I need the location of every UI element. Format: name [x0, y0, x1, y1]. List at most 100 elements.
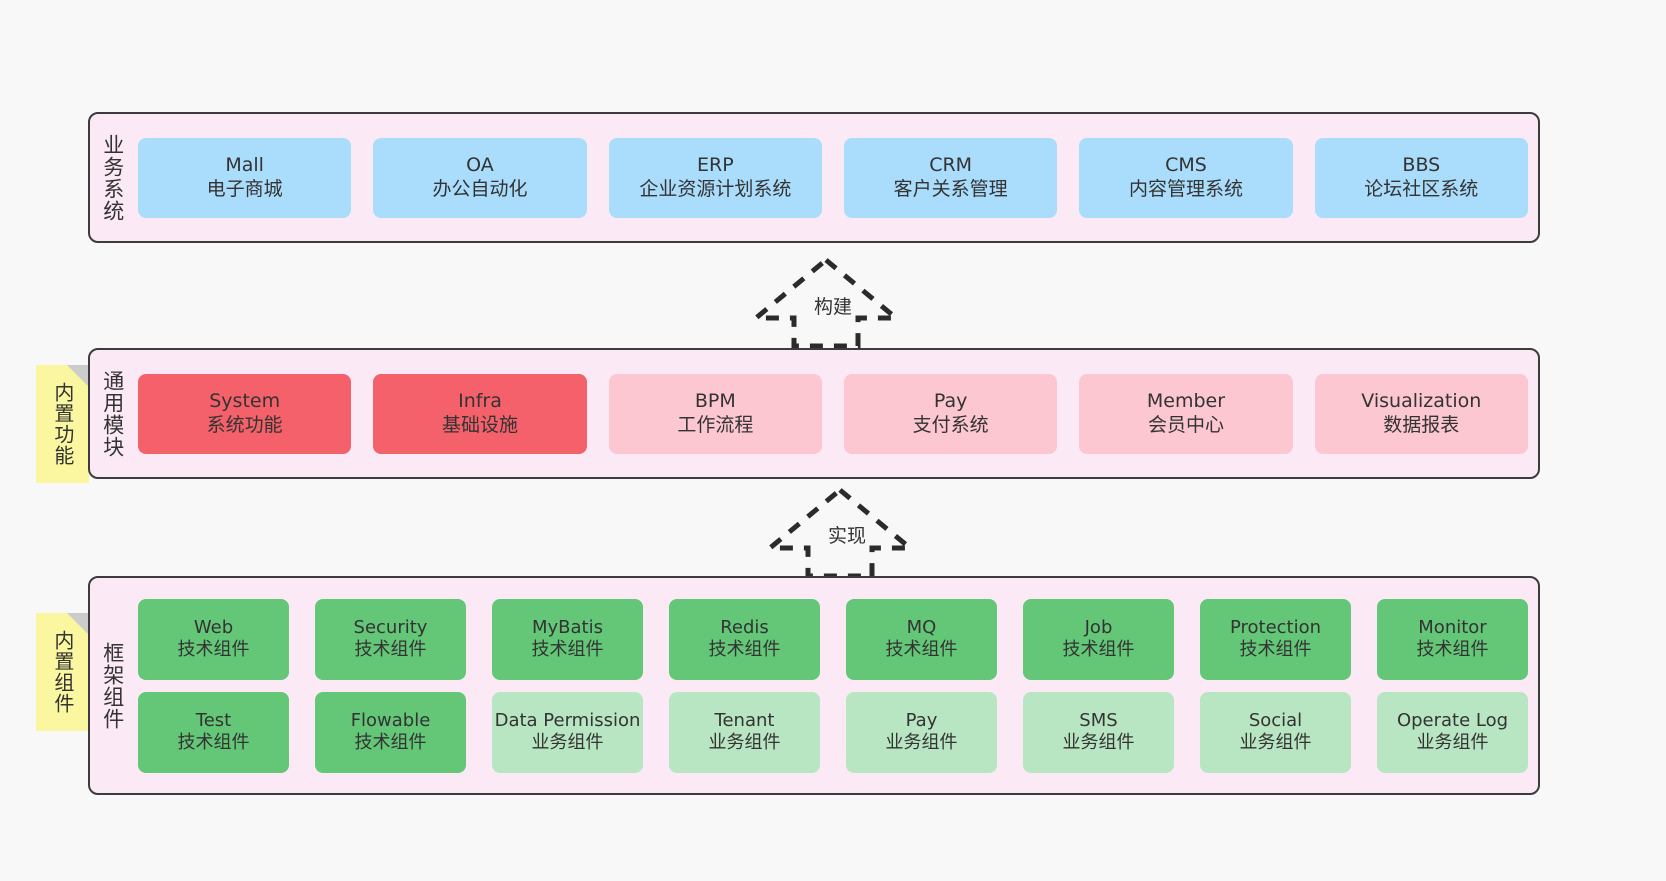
framework-cell-protection[interactable]: Protection 技术组件 [1200, 598, 1351, 680]
layer-business-title: 业务系统 [100, 133, 125, 222]
common-row: System 系统功能 Infra 基础设施 BPM 工作流程 Pay 支付系统… [138, 373, 1528, 454]
cell-en-label: Tenant [714, 710, 775, 732]
cell-en-label: Protection [1229, 617, 1322, 639]
framework-cell-redis[interactable]: Redis 技术组件 [669, 598, 820, 680]
framework-cell-pay[interactable]: Pay 业务组件 [846, 691, 997, 773]
note-builtin-function-label: 内置功能 [50, 382, 75, 466]
layer-business-body: Mall 电子商城 OA 办公自动化 ERP 企业资源计划系统 CRM 客户关系… [134, 114, 1538, 241]
cell-cn-label: 会员中心 [1147, 413, 1224, 436]
cell-cn-label: 客户关系管理 [893, 177, 1008, 200]
arrow-build-label: 构建 [814, 296, 853, 318]
cell-cn-label: 业务组件 [708, 732, 781, 753]
cell-cn-label: 内容管理系统 [1128, 177, 1243, 200]
arrow-implement-icon [766, 486, 914, 578]
cell-en-label: BBS [1402, 153, 1441, 176]
cell-en-label: CMS [1165, 153, 1207, 176]
common-cell-system[interactable]: System 系统功能 [138, 373, 352, 454]
cell-cn-label: 业务组件 [531, 732, 604, 753]
framework-cell-mq[interactable]: MQ 技术组件 [846, 598, 997, 680]
framework-cell-data-permission[interactable]: Data Permission 业务组件 [492, 691, 643, 773]
business-cell-erp[interactable]: ERP 企业资源计划系统 [608, 137, 822, 218]
cell-cn-label: 技术组件 [354, 732, 427, 753]
layer-framework-body: Web 技术组件 Security 技术组件 MyBatis 技术组件 Redi… [134, 578, 1538, 793]
cell-en-label: Job [1084, 617, 1113, 639]
common-cell-pay[interactable]: Pay 支付系统 [843, 373, 1058, 454]
cell-en-label: Social [1248, 710, 1303, 732]
business-cell-mall[interactable]: Mall 电子商城 [138, 137, 352, 218]
business-cell-cms[interactable]: CMS 内容管理系统 [1079, 137, 1293, 218]
framework-cell-social[interactable]: Social 业务组件 [1200, 691, 1351, 773]
cell-cn-label: 基础设施 [441, 413, 518, 436]
common-cell-member[interactable]: Member 会员中心 [1079, 373, 1293, 454]
note-builtin-component[interactable]: 内置组件 [36, 613, 89, 731]
cell-en-label: Security [353, 617, 428, 639]
layer-business-systems[interactable]: 业务系统 Mall 电子商城 OA 办公自动化 ERP 企业资源计划系统 CRM… [88, 112, 1540, 243]
layer-common-body: System 系统功能 Infra 基础设施 BPM 工作流程 Pay 支付系统… [134, 350, 1538, 477]
layer-framework-components[interactable]: 框架组件 Web 技术组件 Security 技术组件 MyBatis 技术组件… [88, 576, 1540, 795]
cell-cn-label: 业务组件 [885, 732, 958, 753]
cell-en-label: BPM [694, 389, 736, 412]
cell-cn-label: 系统功能 [206, 413, 283, 436]
cell-cn-label: 技术组件 [708, 639, 781, 660]
cell-en-label: Visualization [1361, 389, 1482, 412]
business-row: Mall 电子商城 OA 办公自动化 ERP 企业资源计划系统 CRM 客户关系… [138, 137, 1528, 218]
framework-cell-security[interactable]: Security 技术组件 [315, 598, 466, 680]
framework-cell-job[interactable]: Job 技术组件 [1023, 598, 1174, 680]
framework-row-business: Test 技术组件 Flowable 技术组件 Data Permission … [138, 691, 1528, 773]
cell-cn-label: 技术组件 [354, 639, 427, 660]
cell-cn-label: 业务组件 [1239, 732, 1312, 753]
business-cell-crm[interactable]: CRM 客户关系管理 [843, 137, 1058, 218]
cell-en-label: Web [193, 617, 234, 639]
cell-en-label: Mall [225, 153, 264, 176]
cell-en-label: Test [195, 710, 232, 732]
cell-en-label: Infra [458, 389, 502, 412]
framework-cell-operate-log[interactable]: Operate Log 业务组件 [1377, 691, 1528, 773]
cell-en-label: Monitor [1418, 617, 1487, 639]
business-cell-oa[interactable]: OA 办公自动化 [373, 137, 587, 218]
cell-cn-label: 支付系统 [912, 413, 989, 436]
cell-cn-label: 技术组件 [1062, 639, 1135, 660]
cell-cn-label: 工作流程 [677, 413, 754, 436]
framework-cell-monitor[interactable]: Monitor 技术组件 [1377, 598, 1528, 680]
arrow-build-icon [752, 256, 900, 348]
framework-cell-test[interactable]: Test 技术组件 [138, 691, 289, 773]
note-builtin-function[interactable]: 内置功能 [36, 365, 89, 483]
cell-cn-label: 技术组件 [885, 639, 958, 660]
note-fold-corner-icon [67, 613, 89, 635]
layer-common-modules[interactable]: 通用模块 System 系统功能 Infra 基础设施 BPM 工作流程 Pay… [88, 348, 1540, 479]
cell-en-label: Operate Log [1396, 710, 1509, 732]
common-cell-visualization[interactable]: Visualization 数据报表 [1314, 373, 1528, 454]
cell-cn-label: 技术组件 [1239, 639, 1312, 660]
common-cell-bpm[interactable]: BPM 工作流程 [608, 373, 822, 454]
framework-row-tech: Web 技术组件 Security 技术组件 MyBatis 技术组件 Redi… [138, 598, 1528, 680]
cell-cn-label: 技术组件 [1416, 639, 1489, 660]
cell-en-label: CRM [929, 153, 973, 176]
cell-en-label: Member [1146, 389, 1226, 412]
cell-en-label: System [209, 389, 281, 412]
common-cell-infra[interactable]: Infra 基础设施 [373, 373, 587, 454]
layer-common-title: 通用模块 [100, 369, 125, 458]
cell-en-label: MQ [906, 617, 937, 639]
cell-cn-label: 技术组件 [177, 732, 250, 753]
framework-cell-web[interactable]: Web 技术组件 [138, 598, 289, 680]
framework-cell-mybatis[interactable]: MyBatis 技术组件 [492, 598, 643, 680]
framework-cell-sms[interactable]: SMS 业务组件 [1023, 691, 1174, 773]
cell-en-label: Data Permission [494, 710, 641, 732]
cell-en-label: Pay [905, 710, 938, 732]
note-fold-corner-icon [67, 365, 89, 387]
cell-cn-label: 企业资源计划系统 [639, 177, 792, 200]
cell-cn-label: 论坛社区系统 [1364, 177, 1479, 200]
note-builtin-component-label: 内置组件 [50, 630, 75, 714]
arrow-implement-label: 实现 [828, 525, 867, 547]
cell-cn-label: 办公自动化 [432, 177, 528, 200]
cell-en-label: Redis [720, 617, 769, 639]
cell-en-label: Flowable [350, 710, 431, 732]
business-cell-bbs[interactable]: BBS 论坛社区系统 [1314, 137, 1528, 218]
cell-en-label: OA [466, 153, 494, 176]
framework-cell-tenant[interactable]: Tenant 业务组件 [669, 691, 820, 773]
framework-cell-flowable[interactable]: Flowable 技术组件 [315, 691, 466, 773]
cell-en-label: ERP [696, 153, 734, 176]
cell-cn-label: 业务组件 [1416, 732, 1489, 753]
cell-cn-label: 技术组件 [177, 639, 250, 660]
